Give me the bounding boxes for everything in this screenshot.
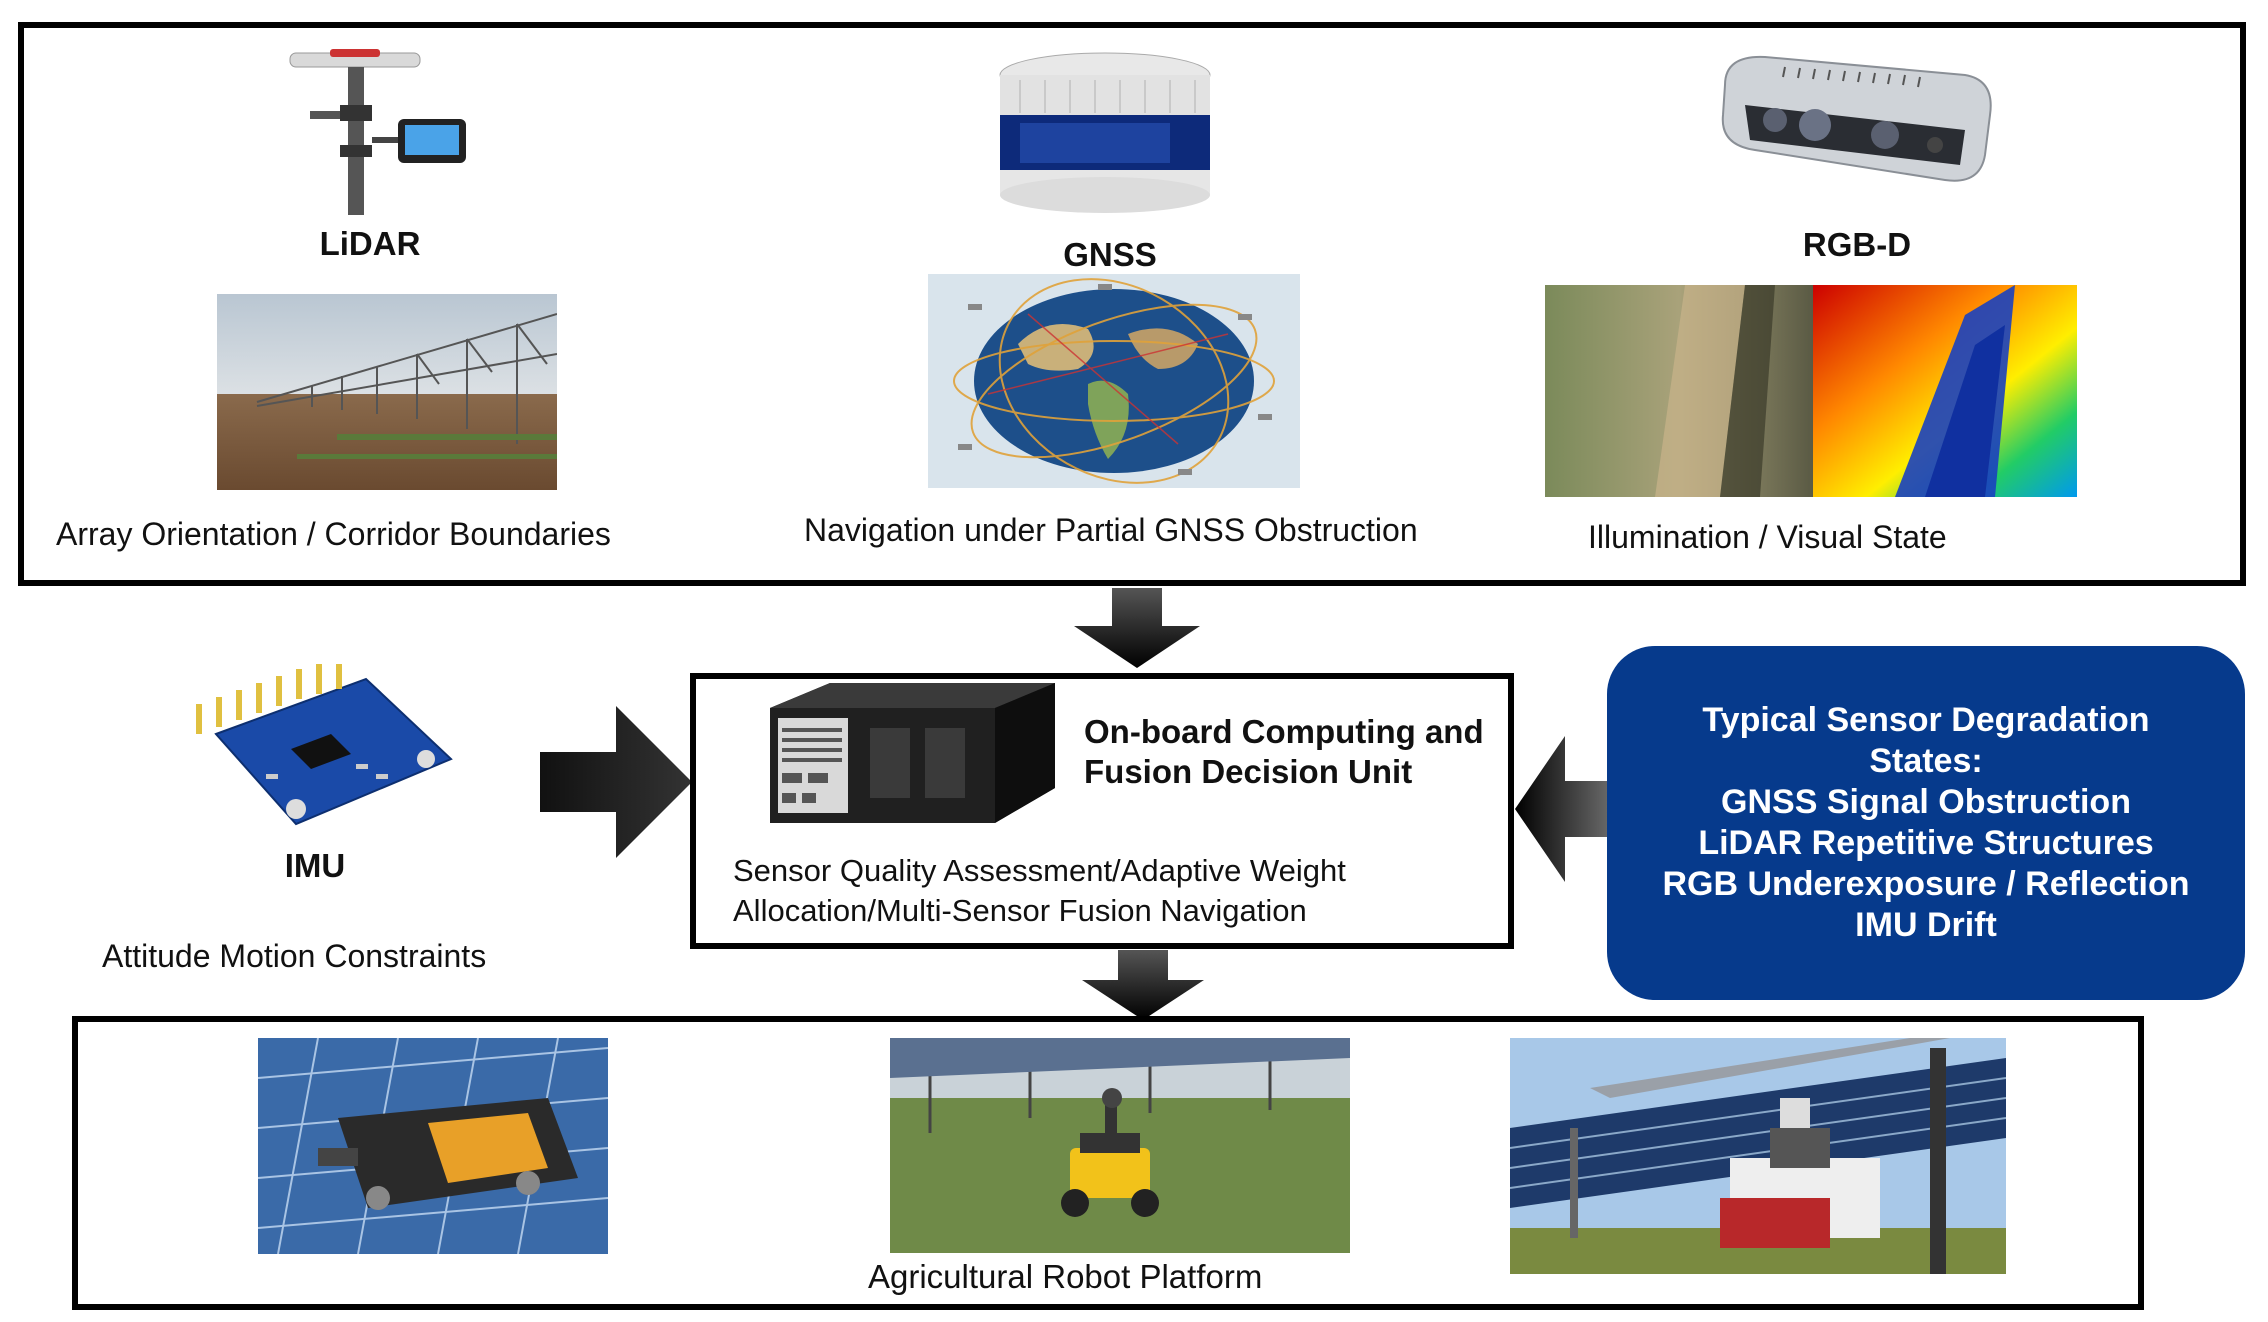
rgbd-camera-image [1705, 45, 2005, 195]
gnss-label: GNSS [1063, 236, 1157, 273]
processor-description: Sensor Quality Assessment/Adaptive Weigh… [733, 851, 1346, 931]
rgbd-label: RGB-D [1802, 226, 1912, 263]
lidar-device-image [270, 45, 490, 215]
processor-title-line1: On-board Computing and [1084, 713, 1484, 750]
processor-title-line2: Fusion Decision Unit [1084, 753, 1413, 790]
degradation-line-6: IMU Drift [1855, 906, 1997, 944]
solar-cleaning-robot-image [258, 1038, 608, 1254]
arrow-left-icon [1515, 736, 1607, 882]
degradation-line-2: States: [1869, 742, 1983, 780]
processor-desc-line1: Sensor Quality Assessment/Adaptive Weigh… [733, 853, 1346, 888]
processor-title: On-board Computing and Fusion Decision U… [1084, 712, 1484, 792]
degradation-line-1: Typical Sensor Degradation [1702, 701, 2150, 739]
imu-label: IMU [284, 847, 346, 884]
lidar-label: LiDAR [319, 225, 421, 262]
imu-caption: Attitude Motion Constraints [102, 938, 487, 974]
degradation-line-3: GNSS Signal Obstruction [1721, 783, 2131, 821]
field-robot-image [890, 1038, 1350, 1253]
lidar-caption: Array Orientation / Corridor Boundaries [56, 516, 611, 552]
arrow-down-top-icon [1074, 588, 1200, 668]
degradation-states-panel: Typical Sensor Degradation States: GNSS … [1607, 646, 2245, 1000]
gnss-device-image [990, 45, 1220, 220]
platform-caption: Agricultural Robot Platform [868, 1258, 1263, 1295]
solar-array-field-image [217, 294, 557, 490]
computer-unit-image [760, 678, 1060, 826]
degradation-line-5: RGB Underexposure / Reflection [1662, 865, 2190, 903]
rgb-and-depth-image [1545, 285, 2077, 497]
rgbd-caption: Illumination / Visual State [1588, 519, 1947, 555]
gnss-caption: Navigation under Partial GNSS Obstructio… [804, 512, 1418, 548]
imu-board-image [176, 664, 466, 839]
arrow-down-bottom-icon [1082, 950, 1204, 1020]
satellite-globe-image [928, 274, 1300, 488]
harvester-robot-image [1510, 1038, 2006, 1274]
processor-desc-line2: Allocation/Multi-Sensor Fusion Navigatio… [733, 893, 1307, 928]
arrow-right-icon [540, 706, 692, 858]
degradation-line-4: LiDAR Repetitive Structures [1698, 824, 2154, 862]
